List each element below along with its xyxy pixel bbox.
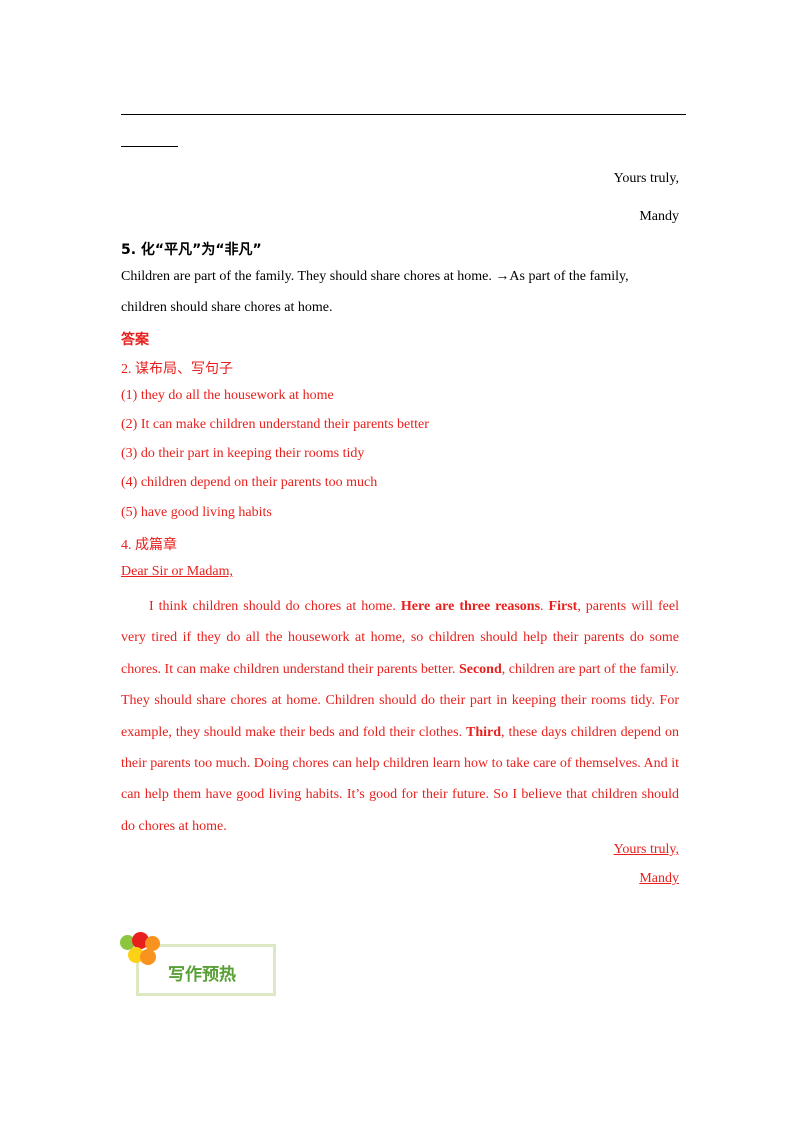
answer-blank-line-end [121,146,178,147]
flower-logo-icon [118,932,162,968]
essay-bold-1: Here are three reasons [400,599,541,614]
answer-item-4: (4) children depend on their parents too… [121,475,378,490]
answer-item-1: (1) they do all the housework at home [121,388,334,403]
answer-blank-line [121,114,686,115]
essay-bold-3: Second [458,661,502,677]
essay-text-1: I think children should do chores at hom… [149,599,401,614]
essay-text-4: , children are part of the family. They … [121,661,679,740]
essay-closing: Yours truly, [613,842,679,857]
logo-dot-orange [145,936,160,951]
essay-signature: Mandy [639,871,679,886]
essay-text-2: . [540,599,549,614]
essay-bold-2: First [548,599,578,614]
logo-dot-red [132,932,149,949]
section5-heading: 5. 化“平凡”为“非凡” [121,242,262,258]
essay-text-5: , these days children depend on their pa… [121,724,679,834]
badge-label: 写作预热 [168,965,236,985]
essay-body: I think children should do chores at hom… [121,591,679,842]
essay-bold-4: Third [466,724,502,740]
letter-signature: Mandy [639,209,679,224]
essay-text-3: , parents will feel very tired if they d… [121,599,679,677]
part2-heading: 2. 谋布局、写句子 [121,362,233,377]
answer-item-5: (5) have good living habits [121,505,272,520]
writing-warmup-badge: 写作预热 [136,944,276,996]
answers-title: 答案 [121,332,149,348]
letter-closing: Yours truly, [613,171,679,186]
section5-line1: Children are part of the family. They sh… [121,269,629,284]
badge-frame [136,944,276,996]
logo-dot-green [120,935,135,950]
logo-dot-orange-2 [140,949,156,965]
answer-item-3: (3) do their part in keeping their rooms… [121,446,365,461]
section5-line2: children should share chores at home. [121,300,333,315]
essay-salutation: Dear Sir or Madam, [121,564,233,579]
part4-heading: 4. 成篇章 [121,538,177,553]
answer-item-2: (2) It can make children understand thei… [121,417,429,432]
